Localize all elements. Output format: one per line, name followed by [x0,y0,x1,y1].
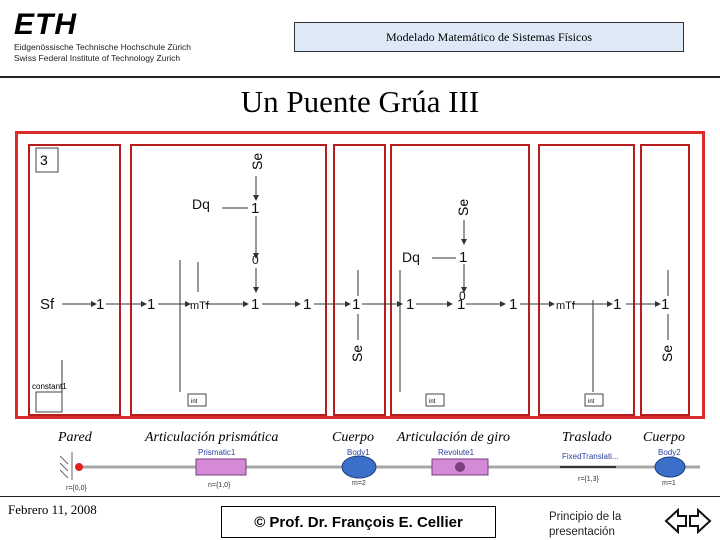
body2-icon [655,457,685,477]
body1-label: Body1 [347,448,370,457]
navigation-arrows-icon[interactable] [664,506,712,536]
body1-icon [342,456,376,478]
body1-param: m=2 [352,480,366,487]
prismatic-joint-icon [196,459,246,475]
world-param: r={0,0} [66,485,87,492]
revolute-label: Revolute1 [438,448,475,457]
prismatic-label: Prismatic1 [198,448,236,457]
start-presentation-link[interactable]: Principio de la presentación [549,510,639,540]
footer-rule [0,496,720,497]
world-joint-icon [75,463,83,471]
body2-label: Body2 [658,448,681,457]
body2-param: m=1 [662,480,676,487]
fixed-label: FixedTranslati... [562,452,619,461]
prismatic-param: n={1,0} [208,482,231,489]
fixed-param: r={1,3} [578,476,599,483]
footer-date: Febrero 11, 2008 [8,502,97,518]
author-box: © Prof. Dr. François E. Cellier [221,506,496,538]
author-credit: © Prof. Dr. François E. Cellier [254,514,463,531]
